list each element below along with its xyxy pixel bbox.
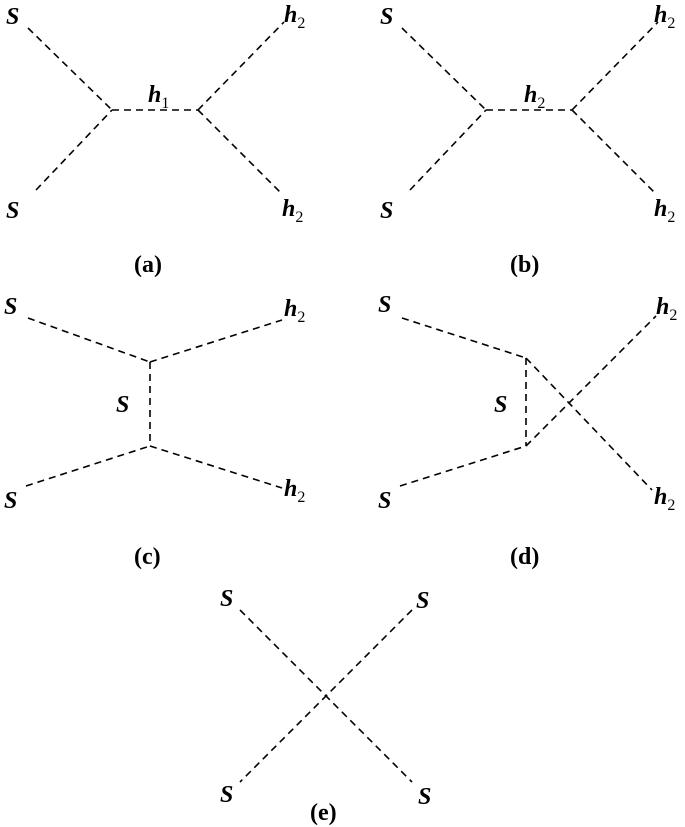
line-s-top-to-vertex-left — [27, 27, 113, 111]
label-s-top-left: S — [380, 4, 393, 30]
label-s-bottom-left: S — [4, 488, 17, 514]
caption-a: (a) — [134, 252, 162, 278]
label-propagator: h2 — [524, 82, 545, 112]
line-vertex-right-to-h2-top — [197, 21, 285, 111]
line-s-top-to-vertex-top — [401, 317, 527, 359]
line-vertex-bottom-to-h2-top — [525, 315, 657, 447]
label-h2-bottom-right: h2 — [654, 196, 675, 226]
label-s-top-left: S — [378, 292, 391, 318]
label-h2-bottom-right: h2 — [282, 196, 303, 226]
label-s-bottom-left: S — [378, 488, 391, 514]
label-s-bottom-left: S — [6, 198, 19, 224]
label-h2-bottom-right: h2 — [654, 484, 675, 514]
line-s-bottom-to-vertex-bottom — [25, 445, 151, 487]
line-vertex-right-to-h2-top — [571, 21, 659, 111]
line-s-bottom-to-vertex-left — [35, 109, 113, 191]
label-propagator: S — [116, 392, 129, 418]
label-h2-top-right: h2 — [284, 2, 305, 32]
caption-b: (b) — [510, 252, 539, 278]
label-s-bottom-right: S — [418, 784, 431, 810]
label-propagator: S — [494, 392, 507, 418]
line-vertex-top-to-h2-bottom — [525, 357, 653, 491]
diagram-a: S S h1 h2 h2 (a) — [6, 2, 305, 278]
diagram-b: S S h2 h2 h2 (b) — [380, 2, 675, 278]
label-h2-bottom-right: h2 — [284, 476, 305, 506]
caption-d: (d) — [510, 544, 539, 570]
label-h2-top-right: h2 — [654, 2, 675, 32]
caption-c: (c) — [134, 544, 161, 570]
diagram-d: S S S h2 h2 (d) — [378, 292, 677, 570]
line-s-bottom-to-vertex-bottom — [399, 445, 527, 487]
line-s-top-to-vertex-top — [27, 317, 151, 363]
label-h2-top-right: h2 — [284, 296, 305, 326]
label-s-bottom-left: S — [380, 198, 393, 224]
label-s-top-left: S — [6, 4, 19, 30]
line-s-top-right-to-s-bottom-left — [239, 609, 413, 783]
line-vertex-bottom-to-h2-bottom — [149, 445, 283, 489]
caption-e: (e) — [310, 800, 337, 826]
diagram-c: S S S h2 h2 (c) — [4, 294, 305, 570]
label-s-top-left: S — [220, 586, 233, 612]
label-s-top-left: S — [4, 294, 17, 320]
line-s-bottom-to-vertex-left — [409, 109, 487, 191]
line-s-top-to-vertex-left — [401, 27, 487, 111]
line-vertex-right-to-h2-bottom — [197, 109, 283, 195]
label-h2-top-right: h2 — [656, 294, 677, 324]
line-vertex-right-to-h2-bottom — [571, 109, 657, 195]
label-s-top-right: S — [416, 588, 429, 614]
diagram-e: S S S S (e) — [220, 586, 431, 826]
label-propagator: h1 — [148, 82, 169, 112]
label-s-bottom-left: S — [220, 782, 233, 808]
line-vertex-top-to-h2-top — [149, 319, 283, 363]
